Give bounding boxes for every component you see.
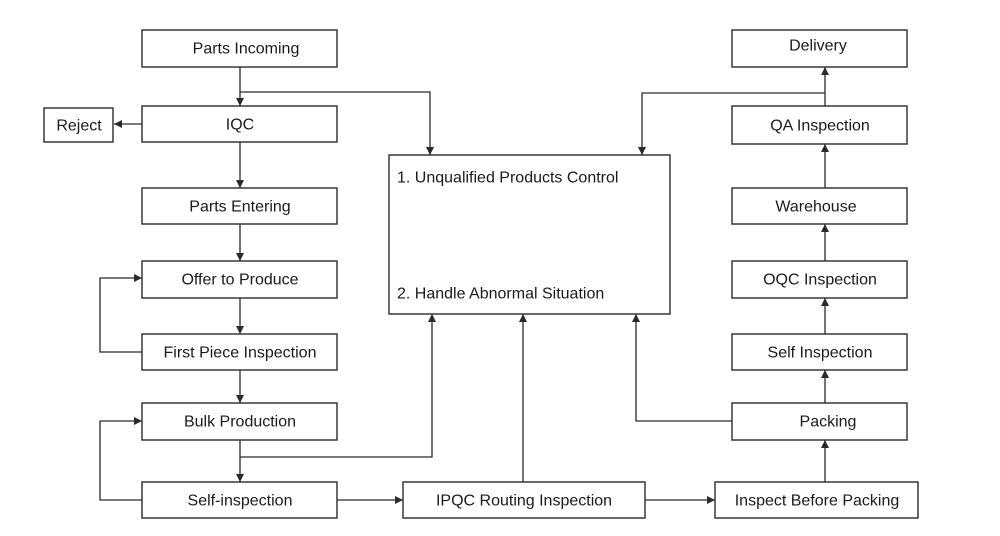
node-label: Reject	[56, 118, 102, 135]
arrow-qa-inspection-to-control-center	[638, 92, 825, 155]
node-label: Delivery	[789, 38, 847, 55]
node-box	[141, 260, 338, 299]
node-box	[731, 402, 908, 441]
node-first-piece-inspection: First Piece Inspection	[141, 333, 338, 371]
node-self-inspection-final: Self Inspection	[731, 333, 908, 371]
node-reject: Reject	[43, 107, 114, 143]
node-self-inspection-production: Self-inspection	[141, 481, 338, 519]
node-box	[402, 481, 646, 519]
node-label: OQC Inspection	[763, 272, 877, 289]
node-box	[141, 333, 338, 371]
node-label: Self-inspection	[188, 493, 293, 510]
node-label: Parts Incoming	[193, 41, 300, 58]
node-label: Parts Entering	[189, 199, 290, 216]
arrow-parts-incoming-to-control-center	[240, 91, 434, 155]
node-oqc-inspection: OQC Inspection	[731, 260, 908, 299]
arrow-first-piece-inspection-loop-to-offer-to-produce	[99, 274, 142, 353]
node-label: IPQC Routing Inspection	[436, 493, 612, 510]
node-box	[731, 29, 908, 68]
node-parts-entering: Parts Entering	[141, 187, 338, 225]
node-box	[731, 105, 908, 145]
arrow-packing-to-control-center	[632, 314, 732, 422]
node-warehouse: Warehouse	[731, 187, 908, 225]
node-parts-incoming: Parts Incoming	[141, 29, 338, 68]
node-box	[141, 187, 338, 225]
node-control-center: 1. Unqualified Products Control 2. Handl…	[388, 154, 671, 315]
node-delivery: Delivery	[731, 29, 908, 68]
node-box	[43, 107, 114, 143]
connector-lines	[99, 67, 829, 504]
node-box	[714, 481, 919, 519]
node-bulk-production: Bulk Production	[141, 402, 338, 441]
node-label: Inspect Before Packing	[735, 493, 900, 510]
node-box	[141, 29, 338, 68]
node-qa-inspection: QA Inspection	[731, 105, 908, 145]
control-item-abnormal-situation: 2. Handle Abnormal Situation	[397, 286, 604, 303]
node-inspect-before-packing: Inspect Before Packing	[714, 481, 919, 519]
node-iqc: IQC	[141, 105, 338, 143]
node-box	[141, 402, 338, 441]
node-packing: Packing	[731, 402, 908, 441]
node-label: IQC	[226, 117, 254, 134]
node-box	[731, 333, 908, 371]
node-box	[731, 260, 908, 299]
node-box	[388, 154, 671, 315]
arrow-self-inspection-loop-to-bulk-production	[99, 417, 142, 501]
node-ipqc-routing-inspection: IPQC Routing Inspection	[402, 481, 646, 519]
node-label: Self Inspection	[768, 345, 873, 362]
node-box	[731, 187, 908, 225]
control-item-unqualified-products: 1. Unqualified Products Control	[397, 170, 618, 187]
node-label: First Piece Inspection	[164, 345, 317, 362]
node-label: Bulk Production	[184, 414, 296, 431]
node-label: Warehouse	[775, 199, 856, 216]
arrow-bulk-production-to-control-center	[240, 314, 436, 458]
node-box	[141, 481, 338, 519]
node-offer-to-produce: Offer to Produce	[141, 260, 338, 299]
node-label: QA Inspection	[770, 118, 870, 135]
node-box	[141, 105, 338, 143]
node-label: Packing	[800, 414, 857, 431]
node-label: Offer to Produce	[181, 272, 298, 289]
